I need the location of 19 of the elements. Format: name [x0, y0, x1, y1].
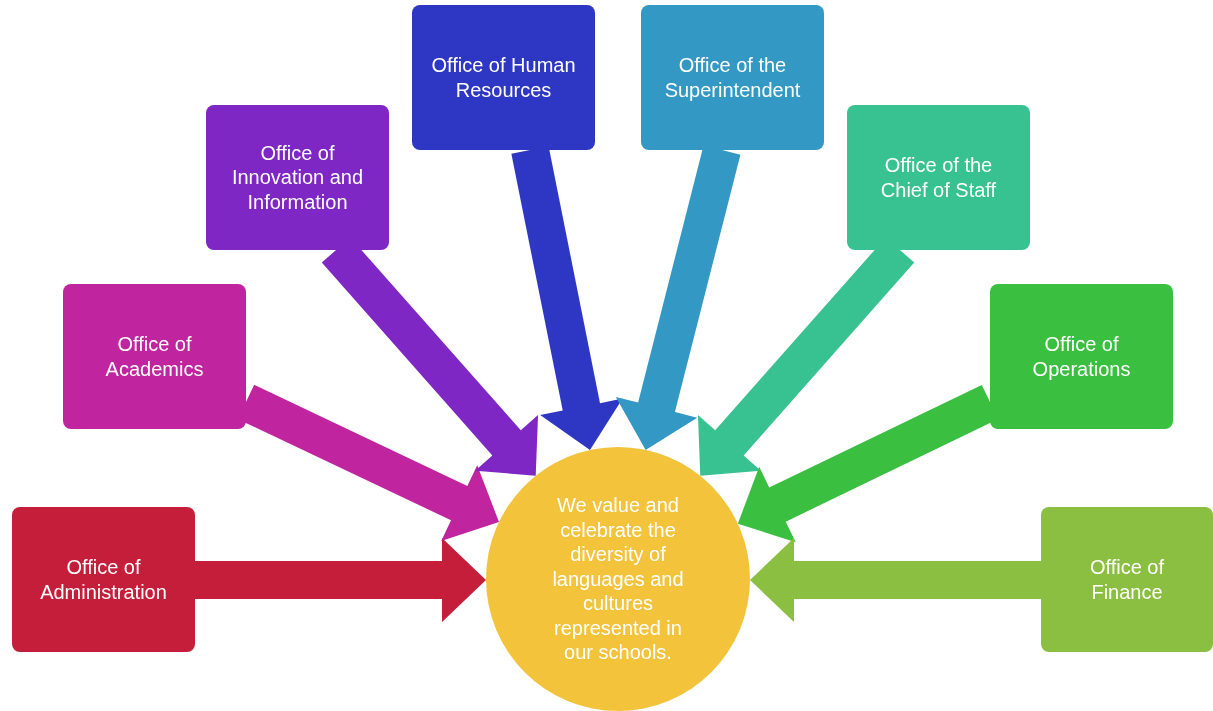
- office-box: [206, 105, 389, 250]
- value-statement: We value and celebrate the diversity of languages and cultures represented in our schools.: [551, 493, 685, 665]
- office-name: Office of Academics: [104, 332, 205, 381]
- office-box: [641, 5, 824, 150]
- office-box: [990, 284, 1173, 429]
- office-box: [1041, 507, 1213, 652]
- office-name: Office of Human Resources: [430, 53, 577, 102]
- office-name: Office of Finance: [1088, 555, 1166, 604]
- block-arrow: [195, 538, 486, 622]
- office-box: [847, 105, 1030, 250]
- office-name: Office of Administration: [39, 555, 168, 604]
- office-name: Office of the Chief of Staff: [879, 153, 998, 202]
- office-name: Office of Operations: [1031, 332, 1132, 381]
- office-name: Office of the Superintendent: [663, 53, 802, 102]
- office-box: [412, 5, 595, 150]
- office-box: [12, 507, 195, 652]
- block-arrow: [750, 538, 1041, 622]
- office-box: [63, 284, 246, 429]
- office-name: Office of Innovation and Information: [230, 140, 365, 215]
